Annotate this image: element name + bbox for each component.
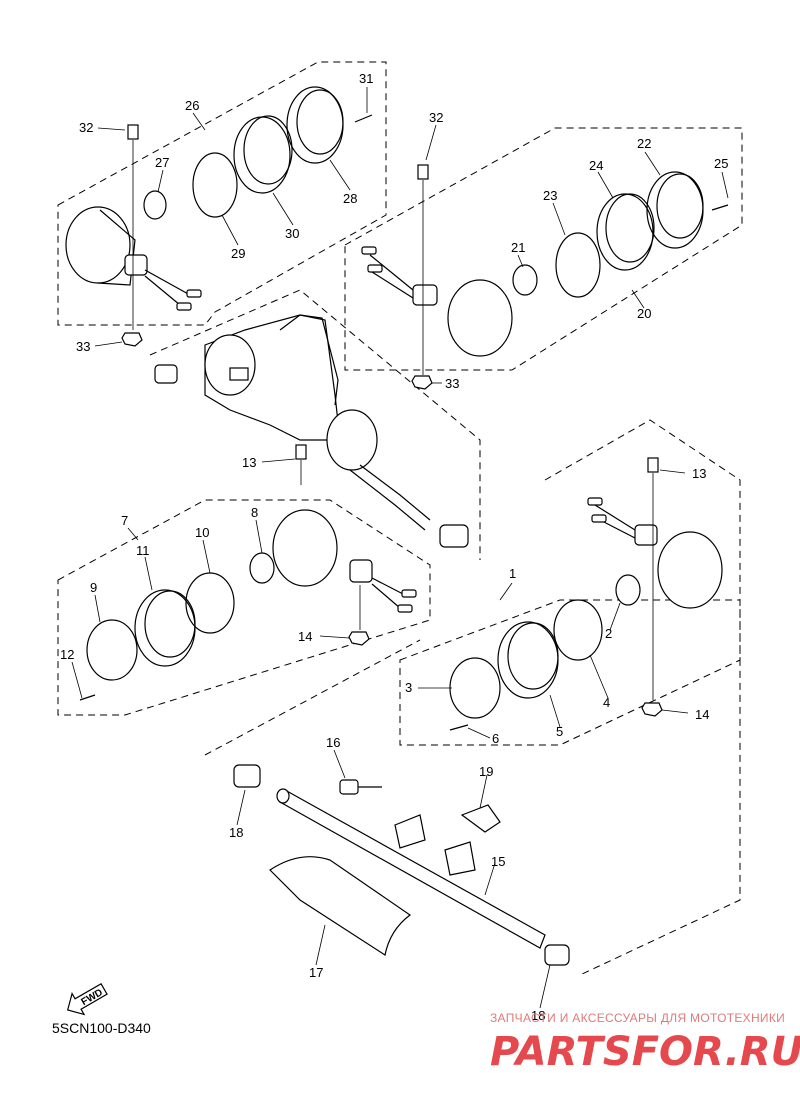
gasket-4 xyxy=(553,599,603,661)
callout: 31 xyxy=(359,71,373,86)
lens-shell-right xyxy=(447,279,513,357)
clamp-19 xyxy=(460,804,501,833)
callout: 28 xyxy=(343,191,357,206)
group-26-outline xyxy=(57,61,387,326)
callout: 22 xyxy=(637,136,651,151)
callout: 18 xyxy=(229,825,243,840)
fwd-label: FWD xyxy=(80,987,105,1008)
gasket-23 xyxy=(555,232,601,298)
callout: 21 xyxy=(511,240,525,255)
callout: 33 xyxy=(76,339,90,354)
callout: 32 xyxy=(79,120,93,135)
callout: 18 xyxy=(531,1008,545,1023)
callout: 30 xyxy=(285,226,299,241)
flasher-stay-15 xyxy=(233,764,570,966)
flasher-right-rear xyxy=(449,457,723,731)
rim-24 xyxy=(596,193,654,271)
callout: 16 xyxy=(326,735,340,750)
watermark-logo: PARTSFOR.RU xyxy=(490,1029,800,1075)
callout: 27 xyxy=(155,155,169,170)
rim-30 xyxy=(233,116,291,194)
callout: 4 xyxy=(603,695,610,710)
callout: 14 xyxy=(695,707,709,722)
frame-leader-bracket xyxy=(149,289,481,560)
bulb-21 xyxy=(512,264,538,296)
lens-9 xyxy=(86,619,138,681)
callout: 29 xyxy=(231,246,245,261)
callout: 13 xyxy=(692,466,706,481)
callout: 2 xyxy=(605,626,612,641)
gasket-29 xyxy=(192,152,238,218)
callout: 1 xyxy=(509,566,516,581)
callout: 10 xyxy=(195,525,209,540)
watermark: ЗАПЧАСТИ И АКСЕССУАРЫ ДЛЯ МОТОТЕХНИКИ PA… xyxy=(490,1011,800,1075)
bulb-2 xyxy=(615,574,641,606)
flasher-left-rear xyxy=(65,86,373,347)
callout: 20 xyxy=(637,306,651,321)
gasket-10 xyxy=(185,572,235,634)
front-bracket xyxy=(154,314,469,548)
flasher-left-rear-2 xyxy=(79,509,417,701)
callout: 13 xyxy=(242,455,256,470)
callout: 6 xyxy=(492,731,499,746)
callouts: 1 2 3 4 5 6 7 8 9 10 11 12 13 13 14 14 1… xyxy=(60,71,728,1023)
callout: 11 xyxy=(136,543,150,558)
callout: 3 xyxy=(405,680,412,695)
cover-17 xyxy=(269,856,412,956)
lens-3 xyxy=(449,657,501,719)
group-20-outline xyxy=(344,127,743,371)
flasher-right-front xyxy=(361,164,729,390)
housing-1 xyxy=(657,531,723,609)
lens-shell xyxy=(65,206,131,284)
rim-5 xyxy=(497,621,559,699)
watermark-tagline: ЗАПЧАСТИ И АКСЕССУАРЫ ДЛЯ МОТОТЕХНИКИ xyxy=(490,1011,785,1025)
callout: 5 xyxy=(556,724,563,739)
fwd-arrow-icon: FWD xyxy=(66,982,108,1016)
lens-28 xyxy=(286,86,344,164)
diagram-code: 5SCN100-D340 xyxy=(52,1020,151,1036)
frame-leader-13 xyxy=(544,419,741,976)
callout: 14 xyxy=(298,629,312,644)
callout: 26 xyxy=(185,98,199,113)
callout: 7 xyxy=(121,513,128,528)
callout: 24 xyxy=(589,158,603,173)
callout: 15 xyxy=(491,854,505,869)
callout: 9 xyxy=(90,580,97,595)
leader-lines xyxy=(71,87,729,1009)
bulb-27 xyxy=(143,190,167,220)
callout: 19 xyxy=(479,764,493,779)
callout: 32 xyxy=(429,110,443,125)
lens-22 xyxy=(646,171,704,249)
callout: 23 xyxy=(543,188,557,203)
callout: 25 xyxy=(714,156,728,171)
housing-7 xyxy=(272,509,338,587)
callout: 12 xyxy=(60,647,74,662)
group-7-outline xyxy=(57,499,431,716)
frame-leader-15 xyxy=(204,639,421,756)
bulb-8 xyxy=(249,552,275,584)
callout: 17 xyxy=(309,965,323,980)
group-1-outline xyxy=(399,599,741,746)
callout: 8 xyxy=(251,505,258,520)
callout: 33 xyxy=(445,376,459,391)
